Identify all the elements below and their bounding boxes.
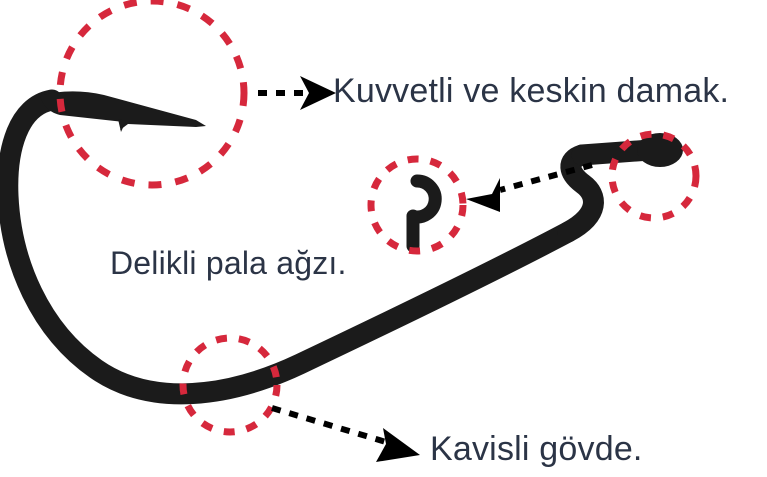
callout-label-body: Kavisli gövde. — [430, 430, 643, 468]
callout-label-point: Kuvvetli ve keskin damak. — [333, 72, 730, 110]
callout-arrow-eye-line — [499, 162, 593, 193]
hook-body-path — [0, 89, 579, 405]
highlight-circle-eye — [608, 130, 700, 222]
highlight-circle-point — [56, 0, 248, 189]
callout-arrow-eye — [466, 162, 593, 212]
callout-arrow-point-head — [300, 76, 336, 110]
callout-arrow-eye-head — [466, 178, 500, 212]
hook-wire-group — [0, 89, 683, 405]
callout-arrow-body-head — [376, 428, 420, 462]
hook-barb-notch — [118, 119, 126, 132]
highlight-circle-body — [179, 334, 281, 436]
callout-arrow-body — [271, 405, 420, 462]
hook-eye-detail-group — [406, 174, 442, 253]
highlight-circle-eye-detail — [367, 155, 467, 255]
hook-eye-detail-ring — [406, 174, 442, 224]
callout-arrow-body-line — [271, 405, 387, 445]
callout-label-eye: Delikli pala ağzı. — [110, 245, 347, 281]
hook-shank-s-bend — [557, 144, 604, 243]
callout-arrow-point — [258, 76, 336, 110]
hook-point-barb — [40, 91, 206, 130]
